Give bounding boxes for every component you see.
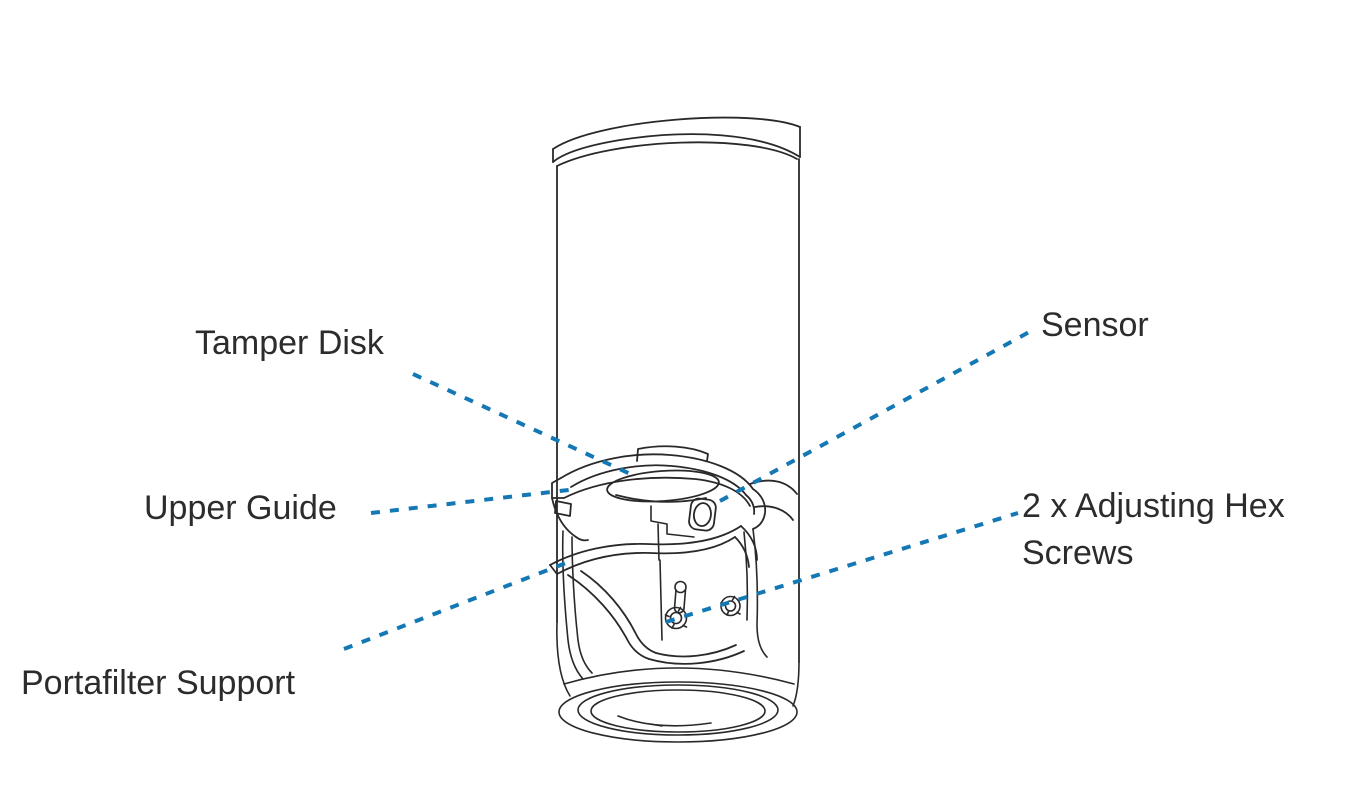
label-portafilter-support: Portafilter Support: [21, 664, 296, 702]
device-illustration: [549, 116, 801, 743]
label-adjusting-hex-screws: 2 x Adjusting Hex Screws: [1022, 487, 1285, 572]
leader-line-adjusting-hex-screws: [665, 511, 1019, 624]
hex-screw-left: [664, 606, 688, 630]
label-upper-guide: Upper Guide: [144, 489, 337, 527]
label-sensor: Sensor: [1041, 306, 1149, 344]
leader-line-portafilter-support: [343, 559, 572, 651]
housing-block: [561, 505, 768, 680]
leader-line-upper-guide: [370, 487, 578, 515]
upper-guide-ring: [551, 445, 798, 542]
leader-lines: [343, 329, 1032, 651]
lever-pin: [673, 580, 687, 614]
sensor-shape: [688, 497, 717, 532]
base-rings: [556, 621, 800, 743]
label-tamper-disk: Tamper Disk: [195, 324, 384, 362]
portafilter-support-shape: [549, 525, 758, 665]
cylinder-outline: [552, 116, 801, 663]
leader-line-sensor: [719, 329, 1032, 503]
leader-line-tamper-disk: [412, 372, 638, 479]
